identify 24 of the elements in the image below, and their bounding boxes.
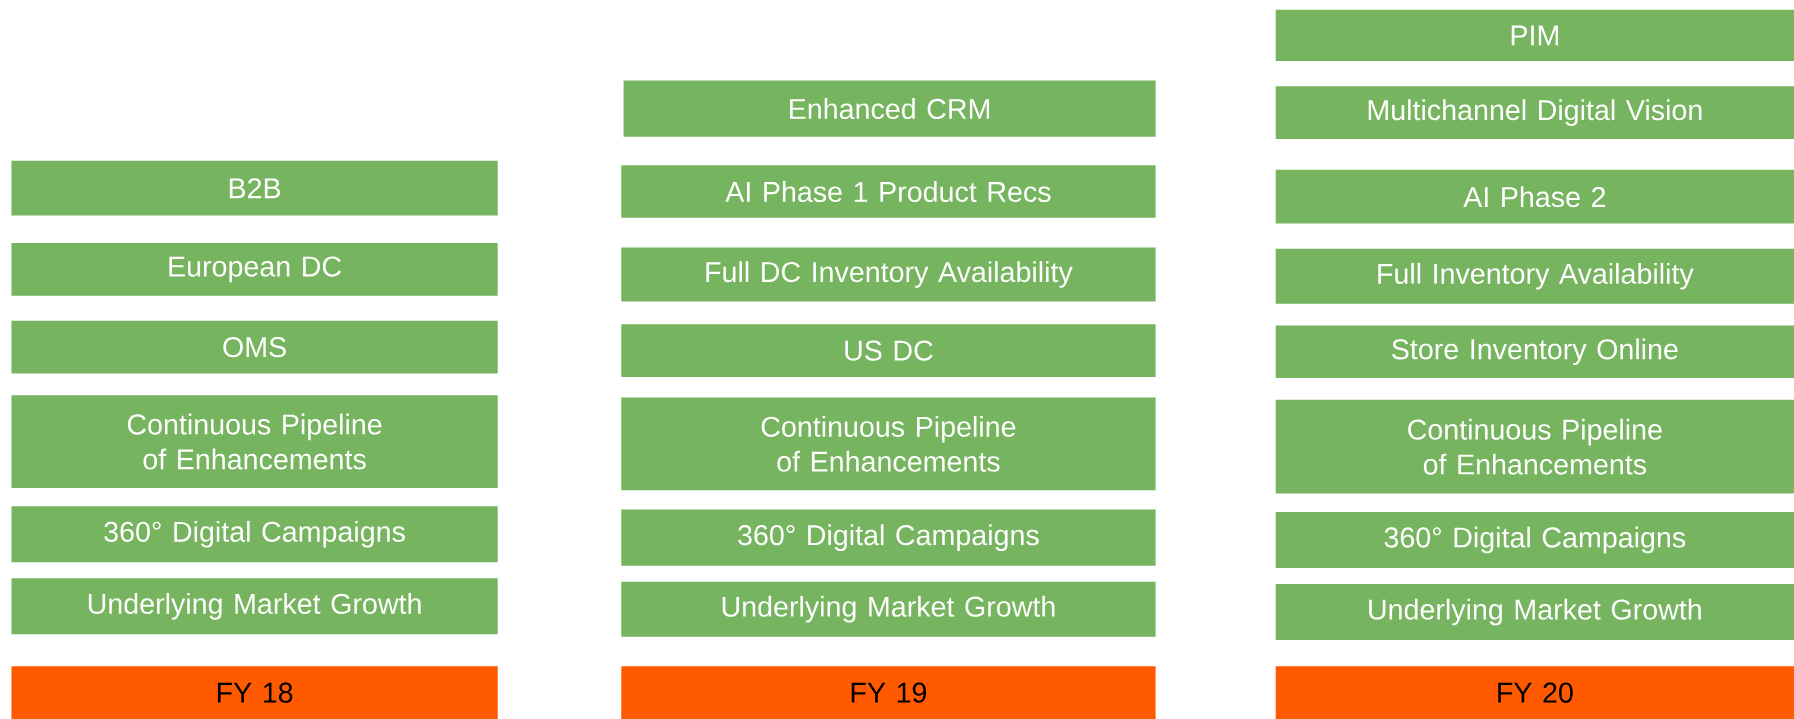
initiative-box: European DC	[11, 243, 498, 296]
year-box: FY 19	[621, 666, 1156, 719]
initiative-box: Full DC Inventory Availability	[621, 247, 1156, 302]
initiative-box: Full Inventory Availability	[1275, 248, 1794, 304]
initiative-box: US DC	[621, 324, 1156, 377]
initiative-box: Continuous Pipeline of Enhancements	[11, 395, 498, 488]
initiative-box: AI Phase 1 Product Recs	[621, 165, 1156, 218]
year-box: FY 20	[1275, 666, 1794, 719]
year-box: FY 18	[11, 666, 498, 719]
initiative-box: Store Inventory Online	[1275, 325, 1794, 379]
initiative-box: PIM	[1275, 9, 1794, 62]
initiative-box: B2B	[11, 160, 498, 216]
initiative-box: Underlying Market Growth	[11, 578, 498, 635]
initiative-box: AI Phase 2	[1275, 169, 1794, 224]
initiative-box: 360° Digital Campaigns	[621, 509, 1156, 566]
initiative-box: Multichannel Digital Vision	[1275, 86, 1794, 139]
initiative-box: OMS	[11, 320, 498, 374]
initiative-box: Continuous Pipeline of Enhancements	[621, 397, 1156, 491]
initiative-box: Underlying Market Growth	[1275, 584, 1794, 641]
initiative-box: Continuous Pipeline of Enhancements	[1275, 399, 1794, 494]
initiative-box: Underlying Market Growth	[621, 581, 1156, 637]
initiative-box: Enhanced CRM	[623, 80, 1156, 137]
initiative-box: 360° Digital Campaigns	[1275, 511, 1794, 568]
initiative-box: 360° Digital Campaigns	[11, 506, 498, 563]
